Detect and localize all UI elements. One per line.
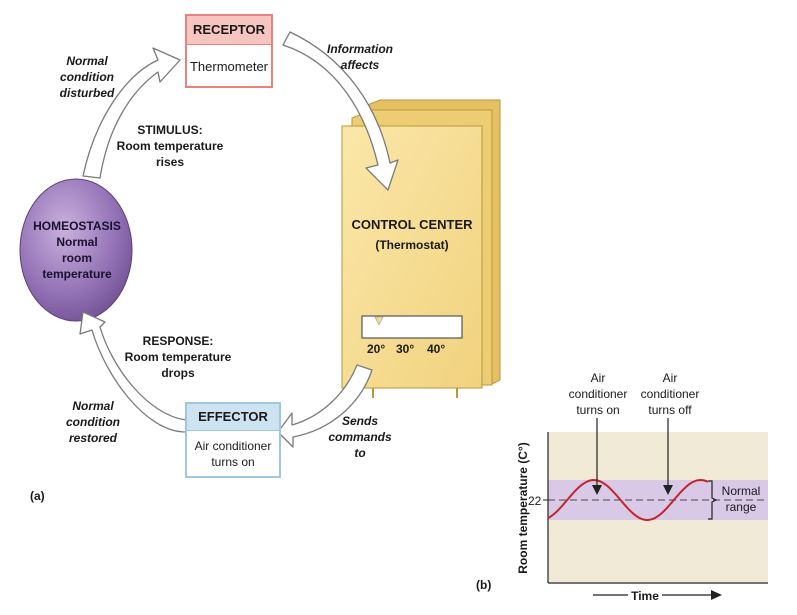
graph-b [543,418,768,600]
stimulus-line-1: STIMULUS: [137,123,203,137]
disturbed-line-1: Normal [66,54,108,68]
dial-label-20: 20° [367,342,386,356]
stimulus-line-2: Room temperature [116,139,224,153]
sends-line-1: Sends [341,414,378,428]
thermostat-pointer-icon [374,316,384,326]
ac-on-arrowhead-icon [592,485,602,495]
sends-line-2: commands [328,430,392,444]
panel-a-label: (a) [30,489,45,503]
restored-line-2: condition [66,415,120,429]
information-affects-label: Information affects [320,41,400,73]
effector-body-line-1: Air conditioner [194,439,272,453]
stimulus-line-3: rises [155,155,185,169]
normal-restored-label: Normal condition restored [58,398,128,446]
arrow-receptor-to-control [282,31,399,191]
response-line-3: drops [161,366,195,380]
ac-on-label: Air conditioner turns on [560,370,636,418]
receptor-body: Thermometer [189,59,269,74]
response-line-2: Room temperature [124,350,232,364]
effector-body-line-2: turns on [211,455,255,469]
receptor-title: RECEPTOR [187,16,271,45]
cycle-arrows [79,31,399,448]
response-label: RESPONSE: Room temperature drops [112,333,244,381]
effector-box: EFFECTOR Air conditioner turns on [185,402,281,478]
effector-body: Air conditioner turns on [187,438,279,470]
ac-off-line-2: conditioner [640,387,700,401]
arrow-homeostasis-to-receptor [82,47,181,179]
ac-on-line-3: turns on [576,403,620,417]
ac-on-line-1: Air [590,371,606,385]
control-center-label: CONTROL CENTER (Thermostat) [342,217,482,253]
arrow-effector-to-homeostasis [79,311,187,433]
homeostasis-label: HOMEOSTASIS Normal room temperature [28,218,126,282]
panel-b-label: (b) [476,578,492,592]
receptor-box: RECEPTOR Thermometer [185,14,273,88]
thermostat-dial-window [361,315,463,339]
normal-disturbed-label: Normal condition disturbed [52,53,122,101]
homeostasis-ellipse [19,178,133,322]
arrow-control-to-effector [277,364,373,448]
restored-line-3: restored [68,431,118,445]
info-affects-line-2: affects [340,58,380,72]
temperature-curve [547,478,709,521]
effector-title: EFFECTOR [187,404,279,431]
ac-on-line-2: conditioner [568,387,628,401]
ac-off-label: Air conditioner turns off [630,370,710,418]
y-axis-label: Room temperature (C°) [516,442,530,574]
response-line-1: RESPONSE: [142,334,214,348]
homeostasis-line-2: Normal [56,235,98,249]
normal-range-bracket [708,480,718,520]
normal-range-line-2: range [725,500,757,514]
control-center-subtitle: (Thermostat) [375,238,449,252]
time-arrowhead-icon [711,590,722,600]
disturbed-line-3: disturbed [59,86,115,100]
disturbed-line-2: condition [60,70,114,84]
dial-label-40: 40° [427,342,446,356]
x-axis-label: Time [631,589,659,603]
normal-range-line-1: Normal [721,484,761,498]
restored-line-1: Normal [72,399,114,413]
normal-range-label: Normal range [716,483,766,515]
sends-commands-label: Sends commands to [325,413,395,461]
homeostasis-line-4: temperature [42,267,112,281]
sends-line-3: to [354,446,366,460]
info-affects-line-1: Information [327,42,393,56]
ac-off-arrowhead-icon [663,485,673,495]
y-tick-label-22: 22 [528,494,542,508]
ac-off-line-1: Air [662,371,678,385]
homeostasis-line-3: room [62,251,92,265]
control-center-title: CONTROL CENTER [351,217,473,232]
dial-label-30: 30° [396,342,415,356]
ac-off-line-3: turns off [648,403,692,417]
homeostasis-line-1: HOMEOSTASIS [33,219,121,233]
stimulus-label: STIMULUS: Room temperature rises [110,122,230,170]
